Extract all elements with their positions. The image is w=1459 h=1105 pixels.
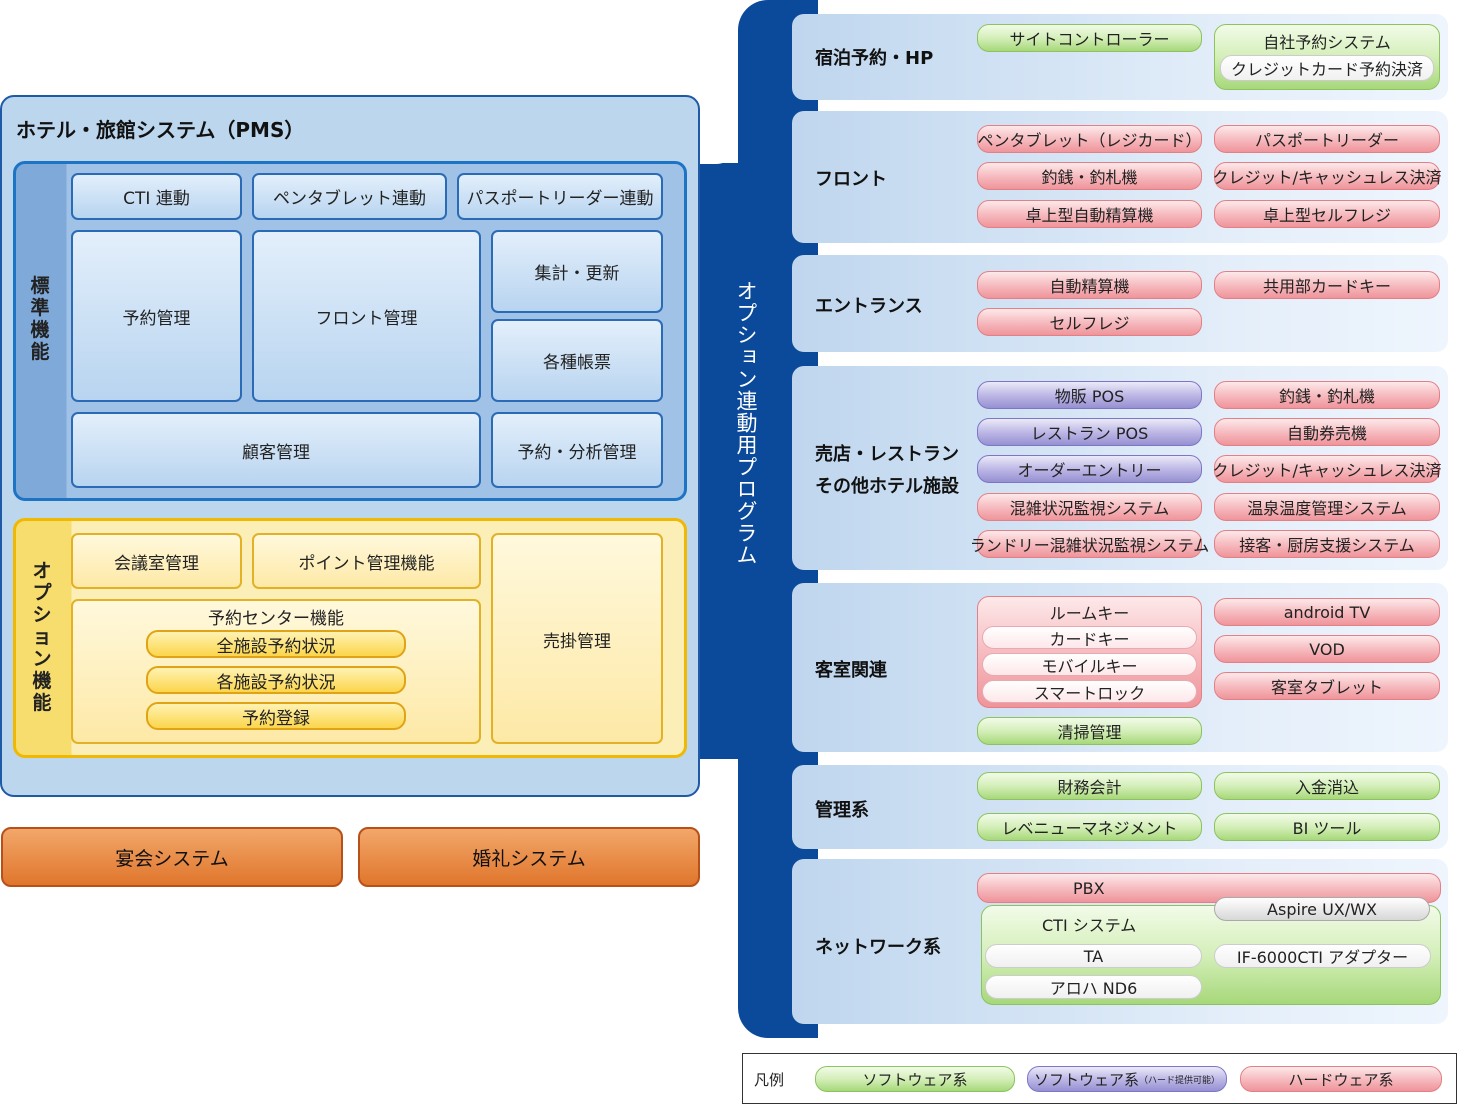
shop-right-1: 自動券売機 <box>1214 418 1440 446</box>
forms-box: 各種帳票 <box>491 319 663 402</box>
section-network-label: ネットワーク系 <box>815 937 941 958</box>
all-facility-status-pill: 全施設予約状況 <box>146 630 406 658</box>
front-item-5: 卓上型セルフレジ <box>1214 200 1440 228</box>
reservation-center-label: 予約センター機能 <box>208 609 344 629</box>
management-item-1: 入金消込 <box>1214 772 1440 800</box>
room-keys-2: スマートロック <box>982 680 1197 703</box>
legend-software: ソフトウェア系 <box>815 1066 1015 1092</box>
pentablet-link-box: ペンタブレット連動 <box>252 173 447 220</box>
shop-right-4: 接客・厨房支援システム <box>1214 530 1440 558</box>
shop-left-3: 混雑状況監視システム <box>977 493 1202 521</box>
aspire-pill: Aspire UX/WX <box>1214 897 1430 921</box>
meeting-room-box: 会議室管理 <box>71 533 242 589</box>
shop-right-2: クレジット/キャッシュレス決済 <box>1212 455 1442 483</box>
shop-left-4: ランドリー混雑状況監視システム <box>970 530 1209 558</box>
front-item-0: ペンタブレット（レジカード） <box>977 125 1202 153</box>
shop-right-3: 温泉温度管理システム <box>1214 493 1440 521</box>
cleaning-management-pill: 清掃管理 <box>977 717 1202 745</box>
management-item-3: BI ツール <box>1214 813 1440 841</box>
receivable-box: 売掛管理 <box>491 533 663 744</box>
room-right-1: VOD <box>1214 635 1440 663</box>
cti-link-box: CTI 連動 <box>71 173 242 220</box>
shop-left-2: オーダーエントリー <box>977 455 1202 483</box>
management-item-0: 財務会計 <box>977 772 1202 800</box>
section-entrance-label: エントランス <box>815 296 923 317</box>
section-management-label: 管理系 <box>815 800 869 821</box>
section-front-label: フロント <box>815 169 887 190</box>
program-connector <box>700 163 742 759</box>
adapter-pill: IF-6000CTI アダプター <box>1214 944 1431 968</box>
aggregate-box: 集計・更新 <box>491 230 663 313</box>
points-box: ポイント管理機能 <box>252 533 481 589</box>
legend-hardware: ハードウェア系 <box>1240 1066 1442 1092</box>
banquet-system-box: 宴会システム <box>1 827 343 887</box>
section-shop-label-2: その他ホテル施設 <box>815 476 959 497</box>
ta-pill: TA <box>985 944 1202 968</box>
legend-title: 凡例 <box>754 1071 785 1089</box>
legend-software-hw: ソフトウェア系（ハード提供可能） <box>1027 1066 1227 1092</box>
shop-left-0: 物販 POS <box>977 381 1202 409</box>
legend-software-hw-note: （ハード提供可能） <box>1139 1075 1221 1086</box>
credit-card-booking-pill: クレジットカード予約決済 <box>1220 55 1434 81</box>
front-item-4: 卓上型自動精算機 <box>977 200 1202 228</box>
entrance-item-2: セルフレジ <box>977 308 1202 336</box>
front-item-1: パスポートリーダー <box>1214 125 1440 153</box>
own-booking-system-label: 自社予約システム <box>1263 33 1391 52</box>
section-room-label: 客室関連 <box>815 660 887 681</box>
aloha-pill: アロハ ND6 <box>985 975 1202 999</box>
management-item-2: レベニューマネジメント <box>977 813 1202 841</box>
reservation-register-pill: 予約登録 <box>146 702 406 730</box>
each-facility-status-pill: 各施設予約状況 <box>146 666 406 694</box>
site-controller-pill: サイトコントローラー <box>977 24 1202 52</box>
connector-curve-bottom <box>700 759 740 783</box>
standard-functions-label: 標準機能 <box>30 275 50 363</box>
cti-system-label: CTI システム <box>1042 916 1137 935</box>
entrance-item-1: 共用部カードキー <box>1214 271 1440 299</box>
pms-title: ホテル・旅館システム（PMS） <box>16 118 305 142</box>
room-keys-0: カードキー <box>982 626 1197 649</box>
option-functions-label: オプション機能 <box>32 560 52 714</box>
connector-curve-top <box>700 140 740 164</box>
program-band-label: オプション連動用プログラム <box>734 280 758 566</box>
customer-management-box: 顧客管理 <box>71 412 481 488</box>
entrance-item-0: 自動精算機 <box>977 271 1202 299</box>
room-keys-1: モバイルキー <box>982 653 1197 676</box>
legend-software-hw-label: ソフトウェア系 <box>1033 1070 1139 1089</box>
shop-right-0: 釣銭・釣札機 <box>1214 381 1440 409</box>
passport-link-box: パスポートリーダー連動 <box>457 173 663 220</box>
section-booking-label: 宿泊予約・HP <box>815 48 934 69</box>
room-right-2: 客室タブレット <box>1214 672 1440 700</box>
shop-left-1: レストラン POS <box>977 418 1202 446</box>
room-key-label: ルームキー <box>1049 604 1130 623</box>
front-management-box: フロント管理 <box>252 230 481 402</box>
wedding-system-box: 婚礼システム <box>358 827 700 887</box>
front-item-2: 釣銭・釣札機 <box>977 162 1202 190</box>
pbx-pill: PBX <box>977 873 1441 903</box>
reservation-management-box: 予約管理 <box>71 230 242 402</box>
room-right-0: android TV <box>1214 598 1440 626</box>
front-item-3: クレジット/キャッシュレス決済 <box>1212 162 1442 190</box>
analysis-management-box: 予約・分析管理 <box>491 412 663 488</box>
section-shop-label-1: 売店・レストラン <box>815 444 959 465</box>
